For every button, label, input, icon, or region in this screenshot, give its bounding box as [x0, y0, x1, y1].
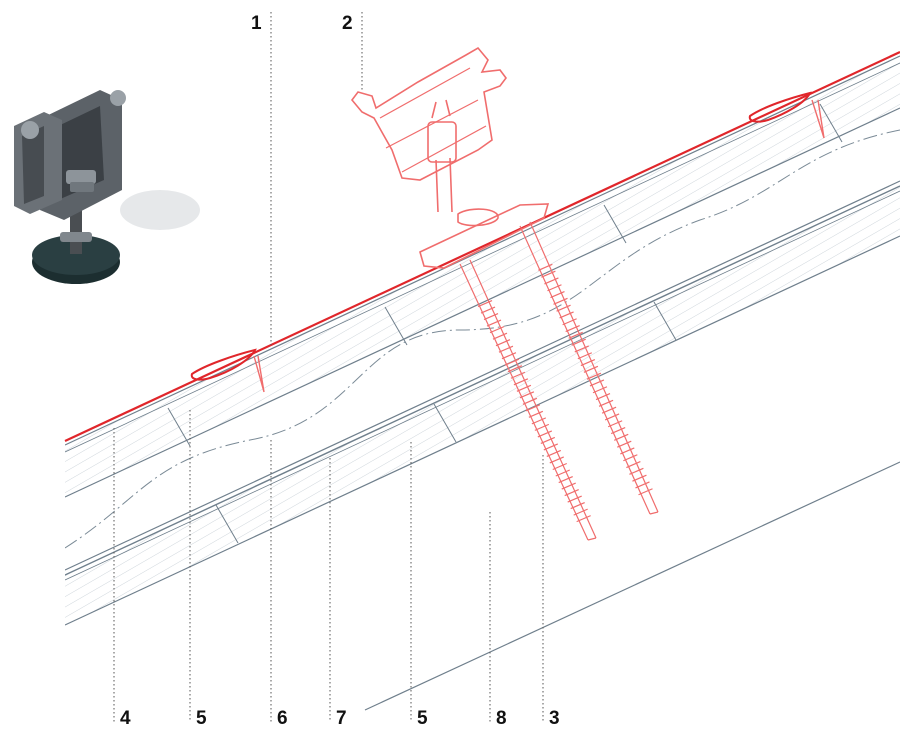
callout-4: 4 [120, 708, 131, 729]
right-seam-clip [748, 91, 812, 123]
callout-8: 8 [496, 708, 507, 729]
insulation-wave [65, 129, 900, 549]
callout-6: 6 [277, 708, 288, 729]
left-seam-nail [253, 355, 265, 393]
mounting-bracket [350, 46, 550, 269]
bracket-nut [427, 121, 457, 163]
callout-2: 2 [342, 13, 353, 34]
callout-7: 7 [336, 708, 347, 729]
bracket-washer [457, 208, 499, 227]
callout-5-left: 5 [196, 708, 207, 729]
callout-3: 3 [549, 708, 560, 729]
right-seam-nail [811, 99, 825, 139]
board-joints [167, 103, 843, 544]
roof-membrane [64, 51, 900, 442]
bracket-product-image [14, 90, 200, 284]
bracket-bolt [431, 99, 453, 213]
callout-1: 1 [251, 13, 262, 34]
rafter-line [364, 461, 900, 711]
fixing-screws [459, 221, 659, 541]
leader-lines [113, 12, 544, 722]
screw-left-threads [477, 299, 591, 523]
base-plate [419, 203, 550, 269]
roof-layers [65, 55, 900, 626]
callout-5-right: 5 [417, 708, 428, 729]
screw-right-threads [538, 263, 653, 496]
left-seam-clip [190, 348, 257, 381]
bracket-channel [350, 46, 507, 181]
lower-sheathing-layer [65, 180, 900, 626]
